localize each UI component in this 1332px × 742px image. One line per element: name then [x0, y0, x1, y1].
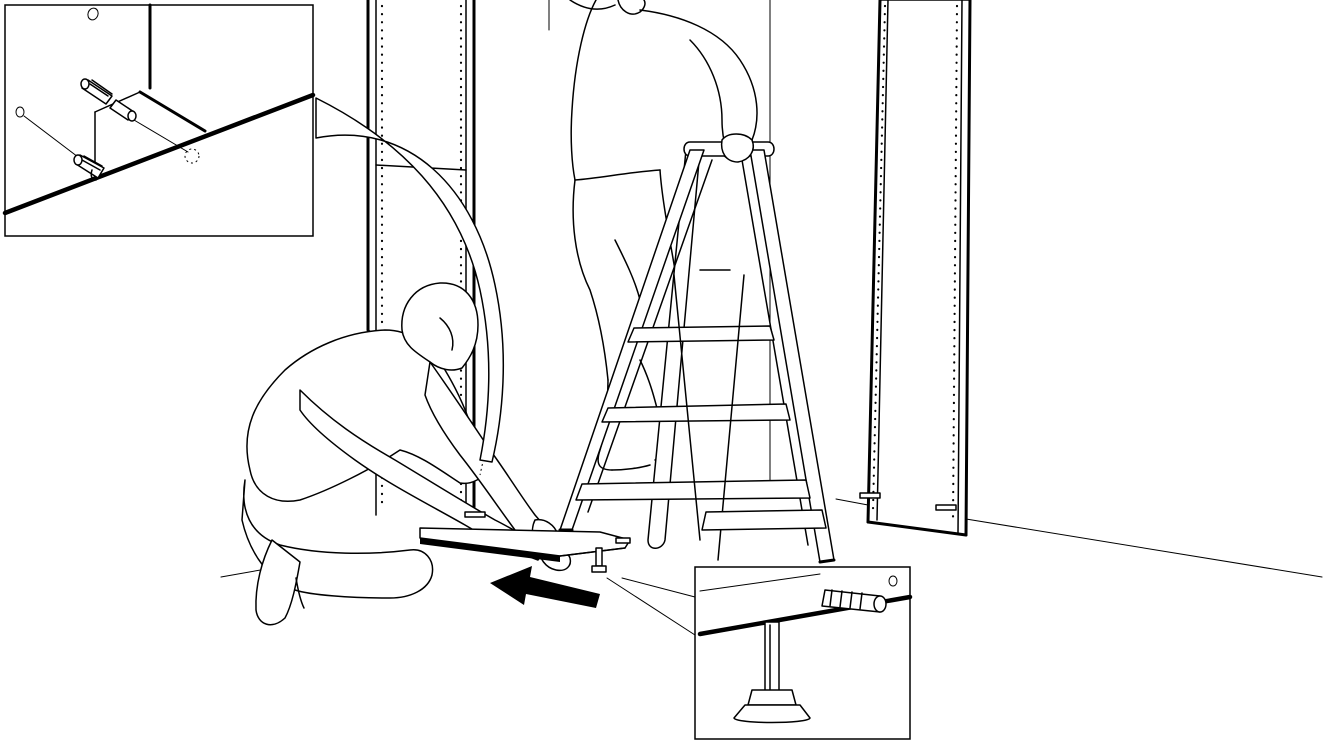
callout-dowel-detail — [5, 5, 313, 236]
shelf-leg-foot — [592, 566, 606, 572]
shelf-dowel — [465, 512, 485, 517]
callout-leg-detail — [695, 567, 910, 739]
step-ladder — [560, 134, 834, 562]
dowel-right — [936, 505, 956, 510]
wardrobe-frame-right — [860, 0, 970, 535]
shelf-dowel-right — [616, 538, 630, 543]
left-arrow-icon — [490, 566, 600, 608]
shelf-leg — [596, 548, 602, 566]
hand-on-ladder — [722, 134, 754, 162]
dowel-left — [860, 493, 880, 498]
callout-connector-bottom — [607, 578, 695, 635]
